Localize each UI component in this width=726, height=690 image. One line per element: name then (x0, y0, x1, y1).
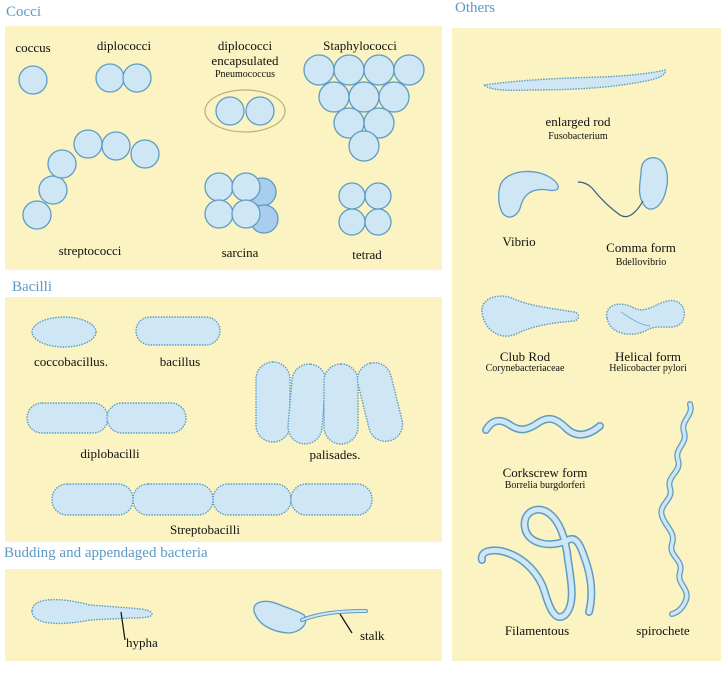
filamentous-label: Filamentous (504, 623, 570, 638)
hypha-illustration (31, 598, 153, 641)
corkscrew-illustration (482, 414, 604, 439)
enlarged-rod-illustration (482, 69, 667, 92)
coccobacillus-label: coccobacillus. (34, 354, 108, 369)
spirochete-label: spirochete (636, 623, 690, 638)
club-rod-label: Club Rod (499, 349, 551, 364)
coccus-illustration (18, 65, 48, 95)
bacillus-label: bacillus (159, 354, 201, 369)
helical-form-label: Helical form (614, 349, 682, 364)
encapsulated-label-line1: diplococci (217, 38, 273, 53)
comma-form-label: Comma form (606, 240, 676, 255)
club-rod-illustration (481, 295, 580, 337)
spirochete-illustration (658, 401, 694, 617)
corynebacteriaceae-label: Corynebacteriaceae (485, 363, 565, 374)
tetrad-label: tetrad (352, 247, 382, 262)
stalk-label: stalk (360, 628, 385, 643)
diplobacilli-label: diplobacilli (80, 446, 140, 461)
sarcina-label: sarcina (221, 245, 259, 260)
staphylococci-illustration (303, 54, 425, 162)
diplococci-illustration (95, 63, 152, 93)
encapsulated-diplococci-illustration (204, 89, 286, 133)
fusobacterium-label: Fusobacterium (548, 131, 608, 142)
enlarged-rod-label: enlarged rod (545, 114, 611, 129)
coccus-label: coccus (15, 40, 51, 55)
staphylococci-label: Staphylococci (323, 38, 397, 53)
diplococci-label: diplococci (96, 38, 152, 53)
helical-form-illustration (606, 299, 686, 335)
bdellovibrio-label: Bdellovibrio (615, 257, 667, 268)
pneumococcus-label: Pneumococcus (215, 69, 275, 80)
encapsulated-label-line2: encapsulated (211, 53, 279, 68)
corkscrew-form-label: Corkscrew form (502, 465, 588, 480)
budding-title: Budding and appendaged bacteria (4, 545, 208, 561)
tetrad-illustration (338, 182, 392, 236)
streptobacilli-label: Streptobacilli (169, 522, 241, 537)
vibrio-label: Vibrio (502, 234, 536, 249)
comma-form-illustration (577, 157, 668, 218)
palisades-illustration (255, 361, 404, 445)
cocci-title: Cocci (6, 4, 41, 20)
streptobacilli-illustration (51, 483, 373, 516)
streptococci-illustration (22, 129, 160, 230)
borrelia-label: Borrelia burgdorferi (504, 480, 586, 491)
streptococci-label: streptococci (58, 243, 122, 258)
bacillus-illustration (135, 316, 221, 346)
coccobacillus-illustration (31, 316, 97, 348)
others-title: Others (455, 0, 495, 16)
stalk-illustration (253, 600, 368, 634)
helicobacter-label: Helicobacter pylori (609, 363, 687, 374)
hypha-label: hypha (126, 635, 158, 650)
filamentous-illustration (477, 505, 596, 621)
diplobacilli-illustration (26, 402, 187, 434)
vibrio-illustration (497, 170, 559, 218)
palisades-label: palisades. (309, 447, 361, 462)
sarcina-illustration (204, 172, 279, 234)
bacilli-title: Bacilli (12, 279, 52, 295)
